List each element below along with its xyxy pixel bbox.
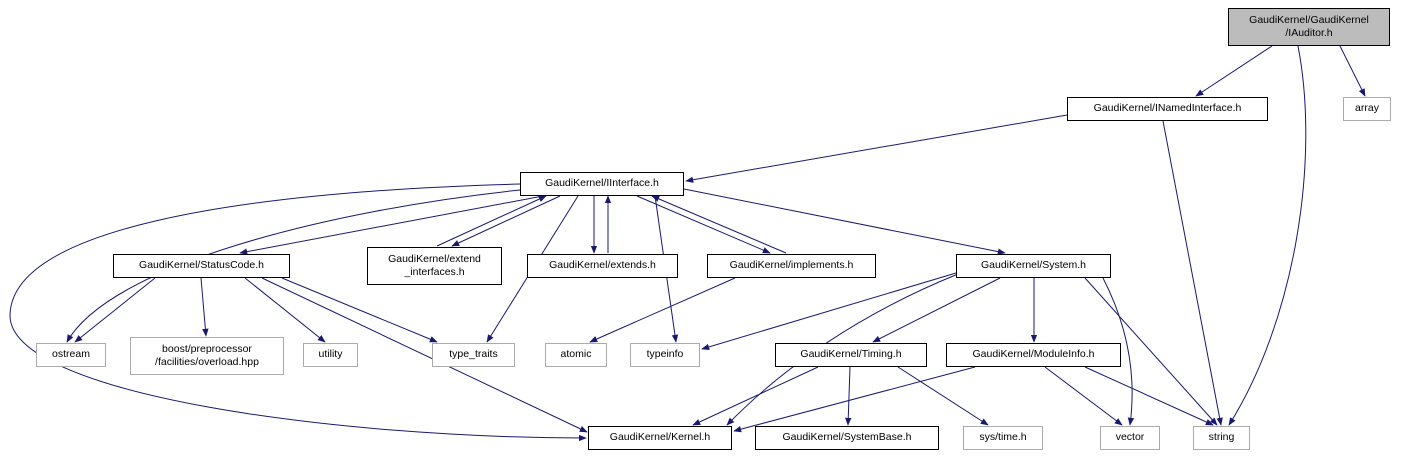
node-label: GaudiKernel/StatusCode.h	[139, 259, 264, 272]
edge-system-to-timing	[872, 277, 1001, 343]
node-systembase[interactable]: GaudiKernel/SystemBase.h	[755, 426, 939, 450]
node-label: GaudiKernel/Timing.h	[800, 348, 902, 361]
node-extend_interfaces[interactable]: GaudiKernel/extend_interfaces.h	[367, 247, 502, 285]
edge-timing-to-kernel	[692, 366, 819, 426]
edge-system-to-kernel	[726, 273, 959, 426]
node-label: GaudiKernel/extend	[388, 252, 481, 265]
node-statuscode[interactable]: GaudiKernel/StatusCode.h	[113, 254, 290, 278]
edge-extend_interfaces-to-iinterface	[436, 195, 547, 247]
node-label: sys/time.h	[979, 431, 1027, 444]
node-label: vector	[1115, 431, 1145, 444]
edge-iinterface-to-implements	[636, 195, 771, 254]
edge-iinterface-to-statuscode	[239, 195, 544, 255]
edge-statuscode-to-ostream	[74, 277, 156, 343]
node-label: GaudiKernel/System.h	[980, 259, 1087, 272]
node-label: ostream	[52, 348, 90, 361]
node-sys_time: sys/time.h	[963, 426, 1043, 450]
node-label: GaudiKernel/extends.h	[549, 259, 656, 272]
edge-iauditor-to-string	[1228, 45, 1307, 426]
node-label: GaudiKernel/SystemBase.h	[782, 431, 912, 444]
node-label: typeinfo	[646, 348, 684, 361]
edge-statuscode-to-utility	[244, 277, 326, 343]
node-kernel[interactable]: GaudiKernel/Kernel.h	[588, 426, 732, 450]
edge-timing-to-systembase	[845, 366, 852, 426]
node-extends[interactable]: GaudiKernel/extends.h	[527, 254, 678, 278]
edge-moduleinfo-to-kernel	[733, 366, 976, 433]
edge-implements-to-atomic	[589, 277, 736, 343]
node-ostream: ostream	[36, 343, 106, 367]
edge-iauditor-to-array	[1339, 45, 1366, 97]
edge-moduleinfo-to-string	[1084, 366, 1214, 426]
edge-implements-to-iinterface	[651, 195, 787, 254]
edge-iinterface-to-extend_interfaces	[451, 195, 561, 247]
node-label: utility	[318, 348, 343, 361]
node-utility: utility	[303, 343, 358, 367]
edge-timing-to-sys_time	[897, 366, 989, 426]
node-array: array	[1343, 97, 1391, 121]
edge-statuscode-to-type_traits	[281, 277, 438, 343]
node-label: GaudiKernel/IInterface.h	[545, 177, 659, 190]
edge-iinterface-to-ostream	[66, 189, 521, 343]
node-label: array	[1355, 102, 1379, 115]
edge-iinterface-to-kernel	[9, 183, 587, 442]
node-atomic: atomic	[545, 343, 607, 367]
node-boost_overload: boost/preprocessor/facilities/overload.h…	[130, 337, 284, 375]
edge-inamedinterface-to-string	[1162, 120, 1223, 426]
node-timing[interactable]: GaudiKernel/Timing.h	[775, 343, 927, 367]
node-iinterface[interactable]: GaudiKernel/IInterface.h	[520, 172, 684, 196]
node-label: /IAuditor.h	[1285, 27, 1333, 39]
node-label: GaudiKernel/implements.h	[729, 259, 854, 272]
node-label: GaudiKernel/Kernel.h	[609, 431, 711, 444]
node-label: type_traits	[449, 348, 498, 361]
node-label: GaudiKernel/INamedInterface.h	[1093, 102, 1242, 115]
node-type_traits: type_traits	[432, 343, 515, 367]
node-label: /facilities/overload.hpp	[155, 356, 259, 368]
node-label: _interfaces.h	[404, 266, 465, 278]
edge-system-to-vector	[1102, 277, 1135, 426]
node-system[interactable]: GaudiKernel/System.h	[956, 254, 1111, 278]
edge-inamedinterface-to-iinterface	[685, 114, 1068, 183]
node-typeinfo: typeinfo	[630, 343, 700, 367]
node-label: GaudiKernel/ModuleInfo.h	[972, 348, 1095, 361]
edge-statuscode-to-boost_overload	[200, 277, 209, 337]
node-moduleinfo[interactable]: GaudiKernel/ModuleInfo.h	[946, 343, 1121, 367]
edge-statuscode-to-kernel	[261, 277, 588, 433]
node-vector: vector	[1100, 426, 1160, 450]
node-string: string	[1193, 426, 1250, 450]
node-label: boost/preprocessor	[162, 342, 252, 355]
edge-iinterface-to-system	[683, 188, 1006, 255]
edge-moduleinfo-to-vector	[1044, 366, 1123, 426]
node-label: string	[1208, 431, 1235, 444]
node-inamedinterface[interactable]: GaudiKernel/INamedInterface.h	[1067, 97, 1268, 121]
edge-system-to-string	[1084, 277, 1218, 426]
node-label: GaudiKernel/GaudiKernel	[1249, 13, 1369, 26]
node-iauditor: GaudiKernel/GaudiKernel/IAuditor.h	[1228, 8, 1390, 46]
node-implements[interactable]: GaudiKernel/implements.h	[707, 254, 876, 278]
edge-system-to-typeinfo	[701, 272, 957, 351]
node-label: atomic	[560, 348, 592, 361]
edge-iauditor-to-inamedinterface	[1195, 45, 1273, 97]
